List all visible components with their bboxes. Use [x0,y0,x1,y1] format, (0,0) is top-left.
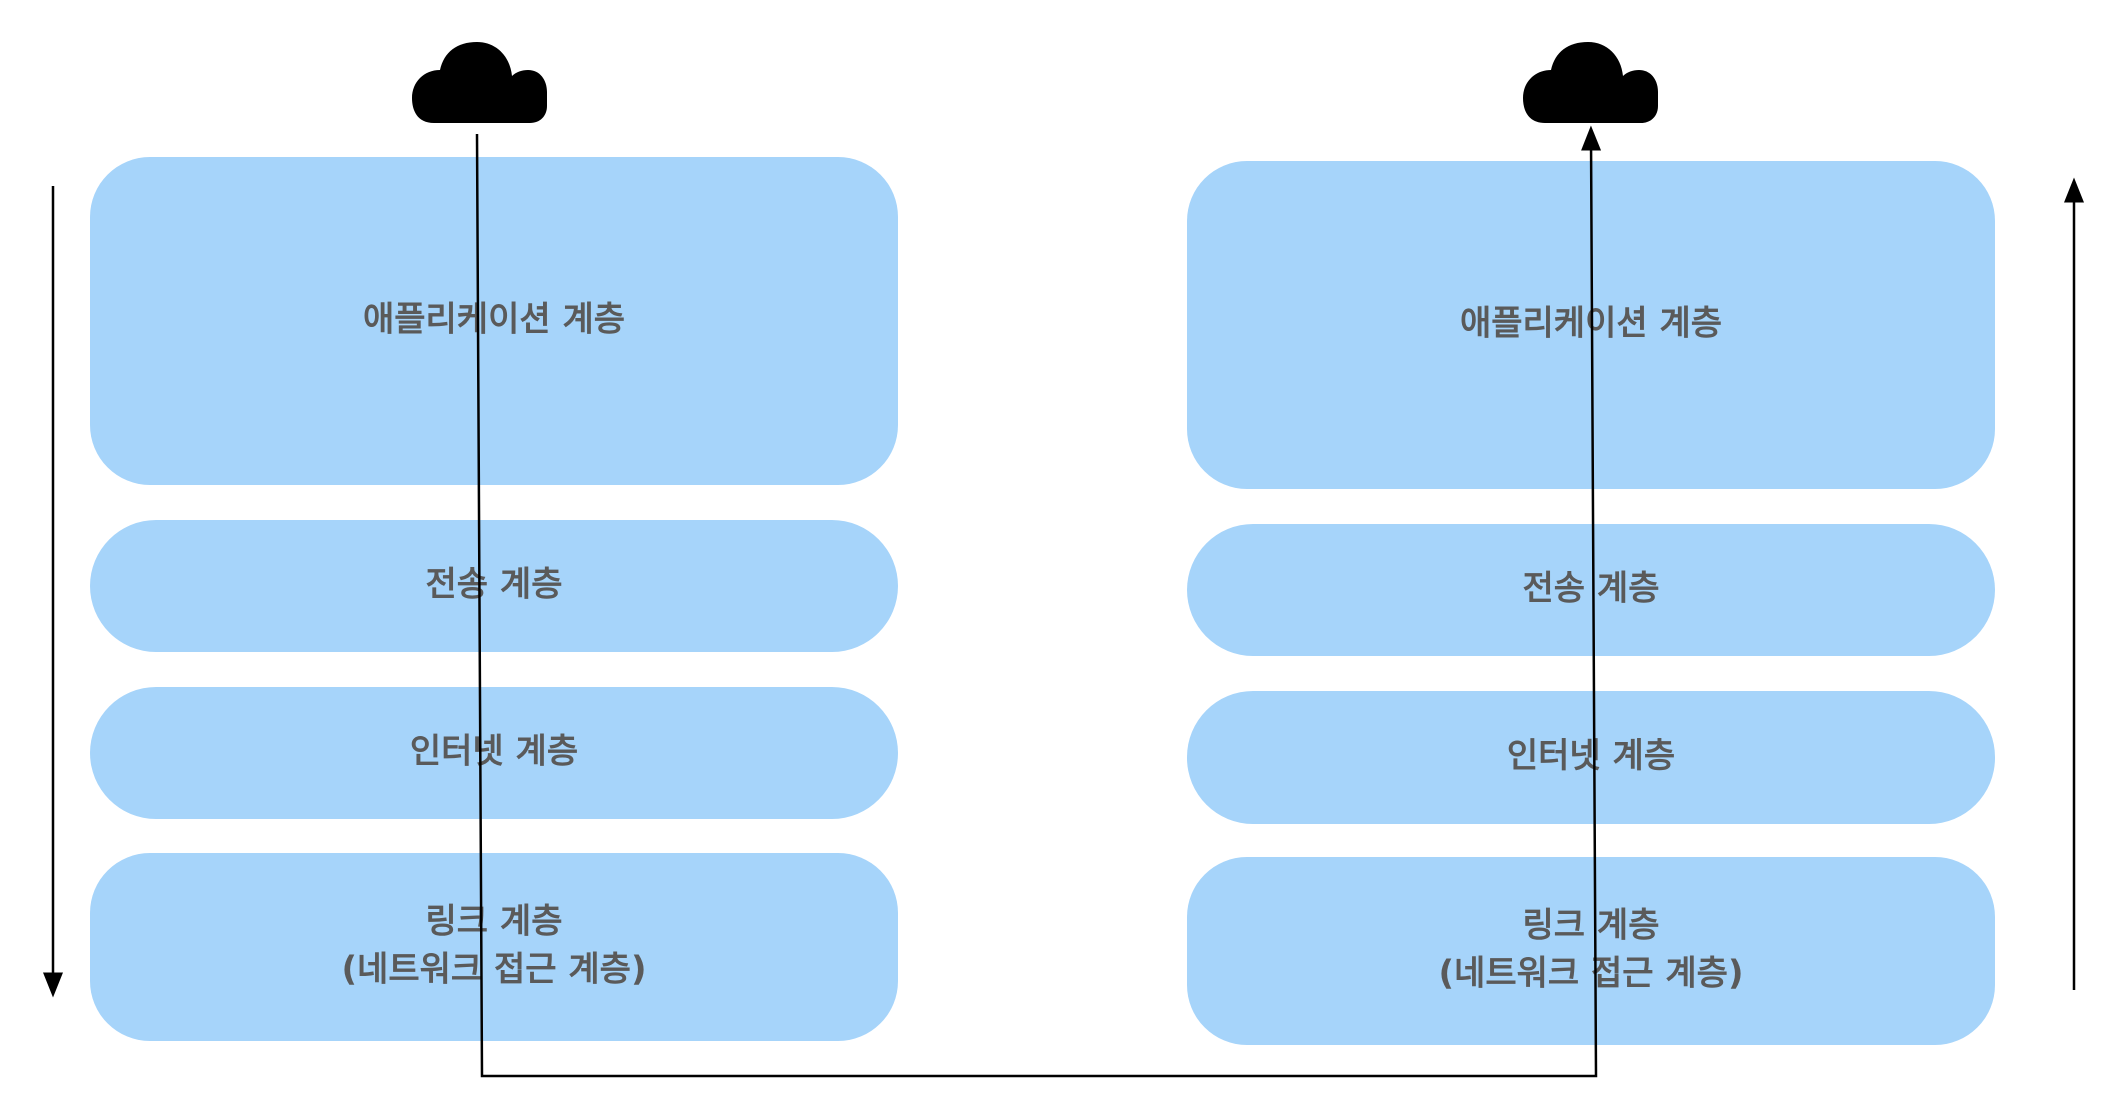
transport-layer-label: 전송 계층 [426,565,563,605]
cloud-icon [412,42,547,123]
link-layer-box [1187,857,1995,1045]
link-layer-label: (네트워크 접근 계층) [342,950,647,990]
link-layer-label: 링크 계층 [1523,906,1660,946]
internet-layer-box [1187,691,1995,824]
internet-layer-box [90,687,898,819]
packet-path-line [475,125,1602,1078]
cloud-icon [1523,42,1658,123]
application-layer-box [90,157,898,485]
internet-layer-label: 인터넷 계층 [1507,736,1675,776]
transport-layer-box [1187,524,1995,656]
application-layer-label: 애플리케이션 계층 [363,300,625,340]
transport-layer-label: 전송 계층 [1523,569,1660,609]
internet-layer-label: 인터넷 계층 [410,732,578,772]
link-layer-label: (네트워크 접근 계층) [1439,954,1744,994]
transport-layer-box [90,520,898,652]
link-layer-label: 링크 계층 [426,902,563,942]
link-layer-box [90,853,898,1041]
